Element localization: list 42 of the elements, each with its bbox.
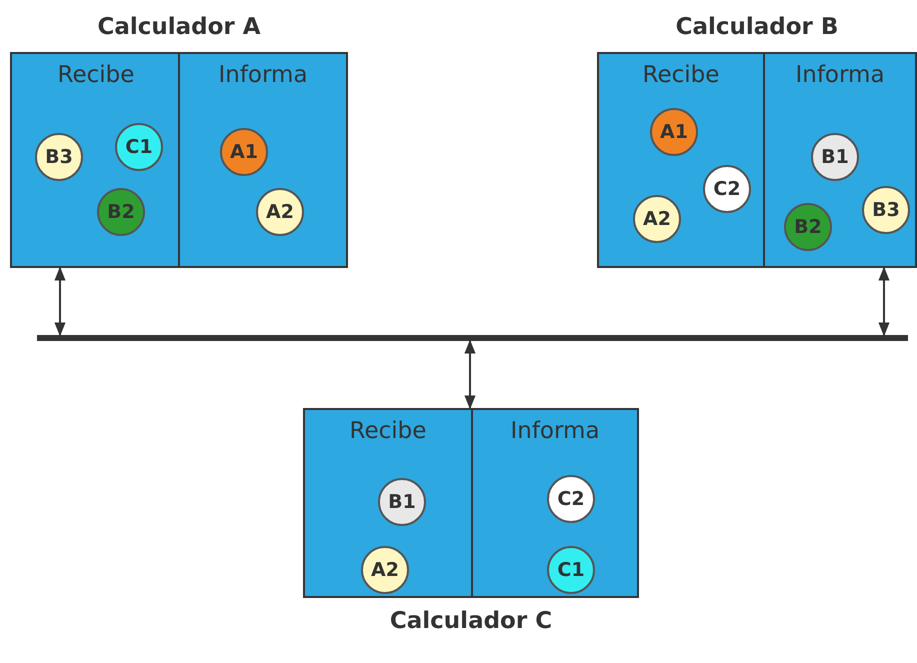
token-circle xyxy=(547,475,595,523)
token-label: A2 xyxy=(266,201,294,223)
token-circle xyxy=(378,478,426,526)
column-heading: Informa xyxy=(794,62,886,88)
token-circle xyxy=(633,195,681,243)
token-circle xyxy=(650,108,698,156)
token-label: B3 xyxy=(872,199,900,221)
token-circle xyxy=(35,133,83,181)
token-label: C1 xyxy=(557,559,585,581)
double-arrow xyxy=(54,266,66,336)
token-label: C1 xyxy=(125,136,153,158)
token-circle xyxy=(547,546,595,594)
token-circle xyxy=(811,133,859,181)
token-label: B1 xyxy=(388,491,416,513)
token-label: A1 xyxy=(660,121,688,143)
token-label: B1 xyxy=(821,146,849,168)
double-arrow xyxy=(464,340,476,410)
column-heading: Recibe xyxy=(348,418,428,444)
token-circle xyxy=(115,123,163,171)
token-circle xyxy=(862,186,910,234)
column-heading: Recibe xyxy=(642,62,720,88)
column-heading: Informa xyxy=(217,62,309,88)
token-circle xyxy=(361,546,409,594)
double-arrow xyxy=(878,266,890,336)
token-label: A1 xyxy=(230,141,258,163)
token-label: B2 xyxy=(107,201,135,223)
token-circle xyxy=(256,188,304,236)
token-label: A2 xyxy=(371,559,399,581)
token-circle xyxy=(703,165,751,213)
calculator-title: Calculador B xyxy=(674,14,840,40)
calculator-title: Calculador A xyxy=(96,14,262,40)
column-heading: Recibe xyxy=(56,62,136,88)
token-label: B2 xyxy=(794,216,822,238)
token-label: C2 xyxy=(557,488,585,510)
token-label: B3 xyxy=(45,146,73,168)
token-circle xyxy=(97,188,145,236)
token-circle xyxy=(220,128,268,176)
token-label: A2 xyxy=(643,208,671,230)
calculator-title: Calculador C xyxy=(388,608,554,634)
token-label: C2 xyxy=(713,178,741,200)
column-heading: Informa xyxy=(509,418,601,444)
token-circle xyxy=(784,203,832,251)
